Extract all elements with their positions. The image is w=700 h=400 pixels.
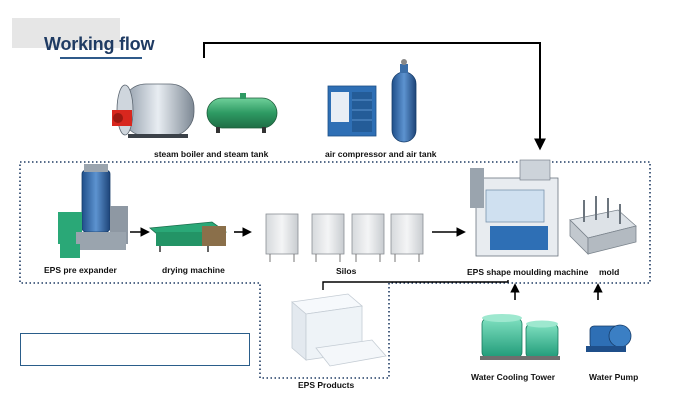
air-compressor-icon [327,85,377,137]
title-background [12,18,120,48]
label-water-pump: Water Pump [589,372,639,382]
label-moulding-machine: EPS shape moulding machine [467,267,589,277]
silo-icon-1 [265,213,299,262]
silo-icon-3 [351,213,385,262]
label-steam-boiler: steam boiler and steam tank [154,149,269,159]
moulding-machine-icon [470,159,559,257]
label-cooling-tower: Water Cooling Tower [471,372,556,382]
page-title: Working flow [44,34,155,54]
air-tank-icon [391,59,417,143]
label-air-compressor: air compressor and air tank [325,149,437,159]
label-silos: Silos [336,266,357,276]
supply-line [203,42,546,151]
drying-machine-icon [149,221,228,252]
steam-tank-icon [206,93,278,133]
products-line [322,280,509,290]
label-drying-machine: drying machine [162,265,225,275]
silo-icon-2 [311,213,345,262]
cooling-tower-icon [480,314,560,360]
eps-products-icon [291,293,387,367]
label-mold: mold [599,267,620,277]
water-pump-icon [586,324,632,352]
label-eps-products: EPS Products [298,380,355,390]
title-underline [60,57,142,59]
empty-text-box [20,333,250,366]
silo-icon-4 [390,213,424,262]
pre-expander-icon [58,164,128,258]
label-pre-expander: EPS pre expander [44,265,117,275]
mold-icon [569,196,637,255]
steam-boiler-icon [112,83,195,138]
